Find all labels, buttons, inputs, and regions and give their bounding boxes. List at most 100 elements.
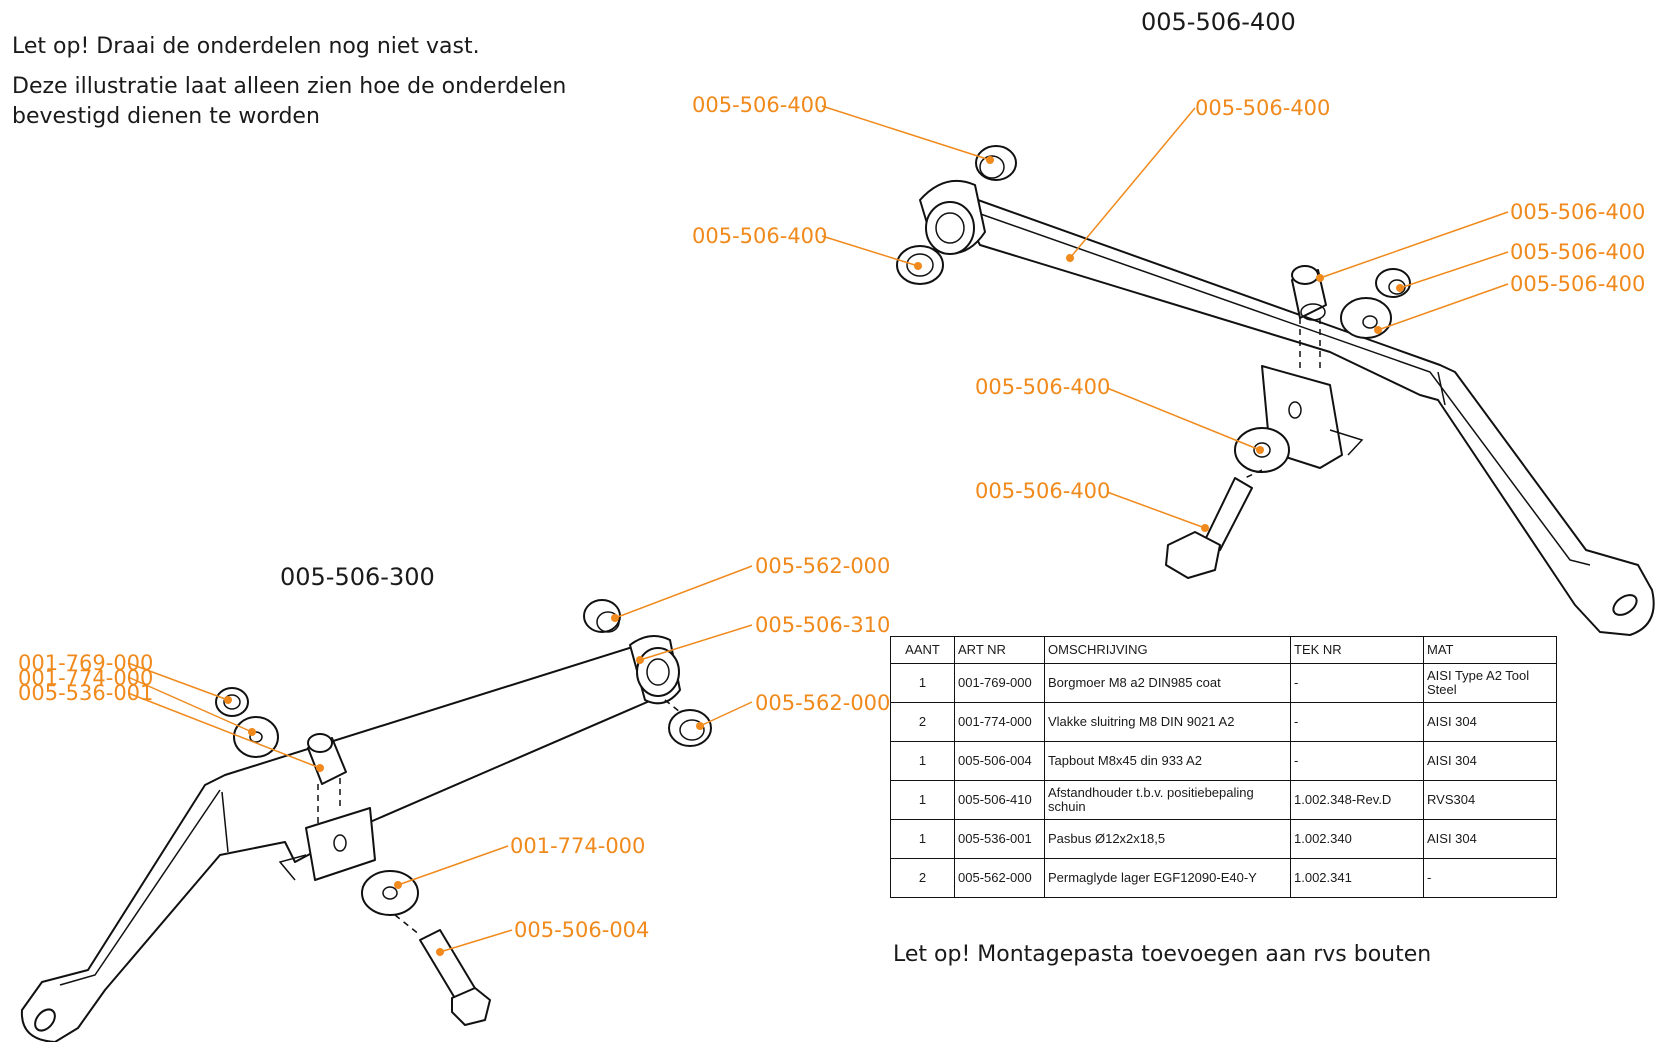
leader-400-7 — [1106, 387, 1261, 451]
axis-300-d — [394, 914, 421, 936]
leader-dot-400-8 — [1201, 524, 1209, 532]
nut-300-bore — [223, 694, 241, 710]
cell-aant: 1 — [890, 780, 955, 820]
bracket-300-hole — [333, 834, 347, 852]
table-row: 1 005-536-001 Pasbus Ø12x2x18,5 1.002.34… — [890, 819, 1557, 859]
bolt-300-shank — [419, 929, 477, 1001]
bearing-300-top-bore — [596, 611, 620, 633]
spacer-400-top — [1291, 265, 1319, 285]
assembly-400-drawing — [821, 105, 1655, 636]
table-header-row: AANT ART NR OMSCHRIJVING TEK NR MAT — [890, 636, 1557, 664]
bearing-400-bottom-bore — [906, 253, 934, 277]
leader-400-6 — [1377, 283, 1509, 331]
leader-dot-400-3 — [914, 262, 922, 270]
cell-art-nr: 005-506-004 — [954, 741, 1045, 781]
callout-300-8: 005-506-004 — [514, 918, 650, 942]
callout-400-5: 005-506-400 — [1510, 240, 1646, 264]
leader-dot-300-5 — [636, 656, 644, 664]
table-row: 2 005-562-000 Permaglyde lager EGF12090-… — [890, 858, 1557, 898]
cell-art-nr: 005-506-410 — [954, 780, 1045, 820]
bolt-400-head — [1165, 531, 1221, 579]
bearing-400-top — [975, 145, 1017, 181]
cell-omschrijving: Vlakke sluitring M8 DIN 9021 A2 — [1044, 702, 1291, 742]
leader-dot-300-4 — [611, 614, 619, 622]
cell-tek-nr: 1.002.348-Rev.D — [1290, 780, 1424, 820]
note-do-not-tighten: Let op! Draai de onderdelen nog niet vas… — [12, 34, 480, 59]
bracket-400-lip — [1329, 429, 1364, 456]
leader-300-8 — [439, 929, 513, 953]
cell-art-nr: 001-774-000 — [954, 702, 1045, 742]
leader-dot-400-5 — [1396, 284, 1404, 292]
leader-400-5 — [1399, 251, 1509, 289]
leader-400-4 — [1319, 211, 1509, 279]
washer-400-top — [1340, 297, 1392, 339]
bolt-400-shank — [1204, 477, 1253, 551]
leader-dot-300-7 — [394, 881, 402, 889]
leader-dot-300-1 — [224, 696, 232, 704]
cell-tek-nr: - — [1290, 741, 1424, 781]
callout-300-4: 005-562-000 — [755, 554, 891, 578]
cell-mat: AISI 304 — [1423, 741, 1557, 781]
axis-300-a — [664, 699, 681, 713]
bearing-300-bottom-bore — [679, 719, 705, 741]
leader-dot-300-8 — [436, 948, 444, 956]
leader-300-1 — [127, 662, 229, 701]
column-header-tek-nr: TEK NR — [1290, 636, 1424, 664]
callout-300-6: 005-562-000 — [755, 691, 891, 715]
arm-300-edge-2 — [221, 791, 229, 853]
callout-300-1: 001-769-000 — [18, 651, 154, 675]
cell-tek-nr: - — [1290, 702, 1424, 742]
cell-aant: 1 — [890, 663, 955, 703]
cell-art-nr: 001-769-000 — [954, 663, 1045, 703]
cell-aant: 1 — [890, 819, 955, 859]
cell-omschrijving: Borgmoer M8 a2 DIN985 coat — [1044, 663, 1291, 703]
arm-400-edge-2 — [1437, 371, 1446, 406]
arm-400-edge — [954, 204, 1591, 566]
arm-300-end-hole — [34, 1008, 56, 1032]
assembly-title-300: 005-506-300 — [280, 563, 435, 591]
note-illustration-purpose: Deze illustratie laat alleen zien hoe de… — [12, 74, 567, 129]
table-row: 1 005-506-410 Afstandhouder t.b.v. posit… — [890, 780, 1557, 820]
washer-400-top-bore — [1362, 315, 1378, 329]
cell-omschrijving: Pasbus Ø12x2x18,5 — [1044, 819, 1291, 859]
pivot-boss-300-face — [636, 647, 680, 697]
bracket-300-lip — [278, 854, 307, 881]
arm-300-edge — [59, 789, 221, 986]
nut-300 — [215, 687, 249, 717]
assembly-notes: Let op! Draai de onderdelen nog niet vas… — [12, 32, 632, 142]
column-header-omschrijving: OMSCHRIJVING — [1044, 636, 1291, 664]
cell-tek-nr: - — [1290, 663, 1424, 703]
table-row: 1 001-769-000 Borgmoer M8 a2 DIN985 coat… — [890, 663, 1557, 703]
cell-mat: AISI Type A2 Tool Steel — [1423, 663, 1557, 703]
cell-mat: AISI 304 — [1423, 819, 1557, 859]
cell-art-nr: 005-536-001 — [954, 819, 1045, 859]
cell-tek-nr: 1.002.341 — [1290, 858, 1424, 898]
bolt-300-head — [451, 987, 491, 1026]
callout-300-7: 001-774-000 — [510, 834, 646, 858]
leader-400-2 — [1069, 107, 1196, 259]
callout-400-6: 005-506-400 — [1510, 272, 1646, 296]
leader-300-2 — [127, 676, 253, 733]
cell-omschrijving: Tapbout M8x45 din 933 A2 — [1044, 741, 1291, 781]
assembly-300-drawing — [20, 565, 753, 1042]
cell-art-nr: 005-562-000 — [954, 858, 1045, 898]
leader-400-8 — [1106, 491, 1206, 529]
pivot-boss-300-bore — [646, 658, 670, 686]
note-mounting-paste: Let op! Montagepasta toevoegen aan rvs b… — [893, 942, 1432, 967]
cell-tek-nr: 1.002.340 — [1290, 819, 1424, 859]
leader-400-3 — [821, 235, 919, 267]
leader-dot-400-2 — [1066, 254, 1074, 262]
leader-dot-300-6 — [696, 722, 704, 730]
washer-300-bottom-bore — [382, 886, 398, 900]
bearing-400-top-bore — [979, 155, 1005, 179]
callout-400-2: 005-506-400 — [1195, 96, 1331, 120]
column-header-aant: AANT — [890, 636, 955, 664]
arm-300 — [20, 639, 676, 1042]
callout-400-4: 005-506-400 — [1510, 200, 1646, 224]
callout-400-1: 005-506-400 — [692, 93, 828, 117]
spacer-300-top — [307, 733, 333, 753]
leader-dot-400-6 — [1374, 326, 1382, 334]
column-header-art-nr: ART NR — [954, 636, 1045, 664]
leader-dot-300-3 — [316, 764, 324, 772]
